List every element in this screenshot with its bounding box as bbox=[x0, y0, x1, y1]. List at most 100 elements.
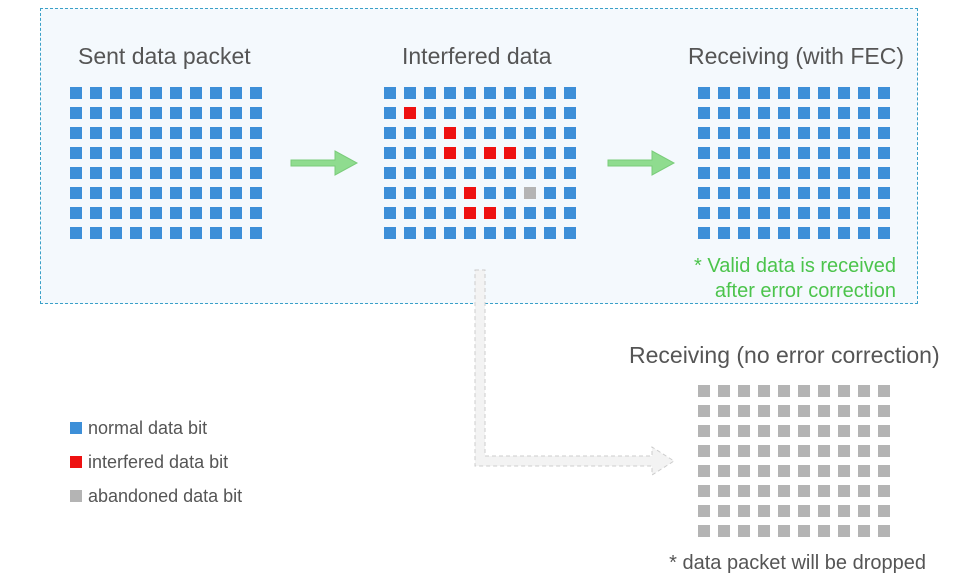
data-bit bbox=[698, 485, 710, 497]
data-bit bbox=[464, 187, 476, 199]
data-bit bbox=[798, 485, 810, 497]
data-bit bbox=[210, 167, 222, 179]
data-bit bbox=[230, 147, 242, 159]
data-bit bbox=[110, 227, 122, 239]
data-bit bbox=[878, 505, 890, 517]
data-bit bbox=[544, 167, 556, 179]
interfered-data-title: Interfered data bbox=[402, 43, 552, 69]
data-bit bbox=[544, 87, 556, 99]
fec-region-box bbox=[40, 8, 918, 304]
data-bit bbox=[70, 207, 82, 219]
data-bit bbox=[484, 187, 496, 199]
data-bit bbox=[444, 167, 456, 179]
data-bit bbox=[698, 505, 710, 517]
data-bit bbox=[110, 167, 122, 179]
data-bit bbox=[250, 227, 262, 239]
data-bit bbox=[70, 167, 82, 179]
fec-note-line1: * Valid data is received bbox=[694, 255, 896, 277]
data-bit bbox=[838, 207, 850, 219]
data-bit bbox=[778, 147, 790, 159]
data-bit bbox=[384, 147, 396, 159]
data-bit bbox=[504, 187, 516, 199]
receiving-fec-title: Receiving (with FEC) bbox=[688, 43, 904, 69]
data-bit bbox=[130, 147, 142, 159]
data-bit bbox=[564, 107, 576, 119]
data-bit bbox=[110, 207, 122, 219]
data-bit bbox=[878, 167, 890, 179]
data-bit bbox=[190, 167, 202, 179]
data-bit bbox=[524, 87, 536, 99]
data-bit bbox=[818, 425, 830, 437]
data-bit bbox=[718, 227, 730, 239]
data-bit bbox=[878, 525, 890, 537]
data-bit bbox=[838, 127, 850, 139]
data-bit bbox=[210, 127, 222, 139]
data-bit bbox=[858, 485, 870, 497]
data-bit bbox=[130, 187, 142, 199]
data-bit bbox=[698, 107, 710, 119]
data-bit bbox=[718, 445, 730, 457]
data-bit bbox=[90, 187, 102, 199]
data-bit bbox=[798, 127, 810, 139]
arrow-interfered-to-fec bbox=[607, 150, 676, 176]
data-bit bbox=[130, 87, 142, 99]
data-bit bbox=[878, 187, 890, 199]
data-bit bbox=[150, 187, 162, 199]
data-bit bbox=[698, 187, 710, 199]
data-bit bbox=[758, 485, 770, 497]
data-bit bbox=[464, 207, 476, 219]
data-bit bbox=[698, 445, 710, 457]
data-bit bbox=[250, 127, 262, 139]
data-bit bbox=[504, 127, 516, 139]
data-bit bbox=[798, 465, 810, 477]
data-bit bbox=[210, 147, 222, 159]
data-bit bbox=[130, 167, 142, 179]
data-bit bbox=[778, 505, 790, 517]
data-bit bbox=[444, 207, 456, 219]
data-bit bbox=[698, 525, 710, 537]
data-bit bbox=[384, 207, 396, 219]
data-bit bbox=[250, 207, 262, 219]
data-bit bbox=[504, 147, 516, 159]
data-bit bbox=[110, 127, 122, 139]
data-bit bbox=[778, 485, 790, 497]
data-bit bbox=[564, 167, 576, 179]
data-bit bbox=[858, 465, 870, 477]
data-bit bbox=[384, 87, 396, 99]
data-bit bbox=[858, 385, 870, 397]
data-bit bbox=[90, 207, 102, 219]
data-bit bbox=[210, 207, 222, 219]
data-bit bbox=[250, 187, 262, 199]
data-bit bbox=[718, 385, 730, 397]
data-bit bbox=[798, 405, 810, 417]
data-bit bbox=[738, 465, 750, 477]
data-bit bbox=[564, 147, 576, 159]
data-bit bbox=[70, 107, 82, 119]
data-bit bbox=[170, 227, 182, 239]
data-bit bbox=[878, 485, 890, 497]
data-bit bbox=[170, 127, 182, 139]
data-bit bbox=[544, 107, 556, 119]
data-bit bbox=[444, 187, 456, 199]
data-bit bbox=[484, 107, 496, 119]
data-bit bbox=[858, 167, 870, 179]
data-bit bbox=[778, 385, 790, 397]
data-bit bbox=[404, 207, 416, 219]
data-bit bbox=[858, 187, 870, 199]
data-bit bbox=[564, 227, 576, 239]
data-bit bbox=[778, 405, 790, 417]
data-bit bbox=[424, 107, 436, 119]
data-bit bbox=[758, 147, 770, 159]
data-bit bbox=[170, 87, 182, 99]
data-bit bbox=[858, 127, 870, 139]
data-bit bbox=[484, 227, 496, 239]
data-bit bbox=[778, 207, 790, 219]
data-bit bbox=[110, 187, 122, 199]
data-bit bbox=[738, 445, 750, 457]
receiving-no-ec-title: Receiving (no error correction) bbox=[629, 342, 940, 368]
data-bit bbox=[738, 425, 750, 437]
data-bit bbox=[738, 207, 750, 219]
data-bit bbox=[858, 147, 870, 159]
data-bit bbox=[250, 87, 262, 99]
